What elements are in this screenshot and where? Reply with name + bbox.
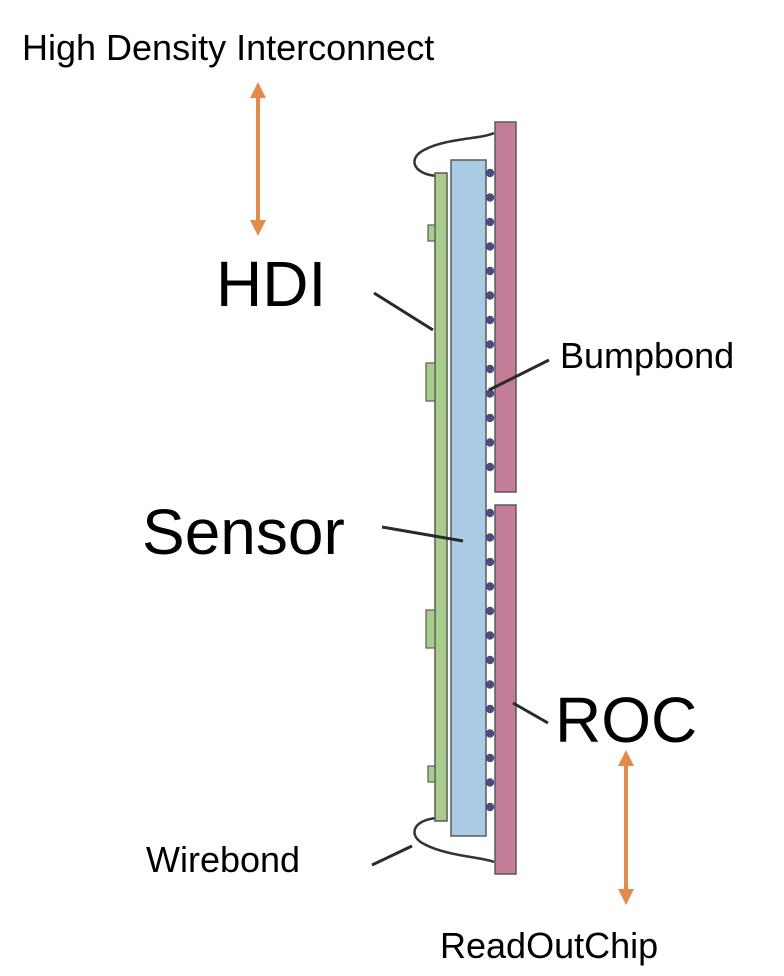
bump-bond (485, 266, 495, 276)
bump-bond (485, 462, 495, 472)
hdi-component (427, 224, 436, 242)
bump-bond (485, 802, 495, 812)
roc-chip-upper (494, 121, 517, 493)
roc-chip-lower (494, 504, 517, 875)
hdi-component (425, 362, 436, 402)
high-density-interconnect-caption: High Density Interconnect (22, 27, 435, 68)
bump-bond (485, 315, 495, 325)
hdi-component (427, 765, 436, 783)
bump-bond (485, 631, 495, 640)
bump-bond (485, 680, 495, 689)
bump-bond (485, 778, 495, 787)
roc-leader-line (512, 701, 549, 725)
bump-bond (485, 655, 495, 665)
bump-bond (485, 508, 495, 518)
sensor-label: Sensor (142, 496, 345, 568)
bump-bond (485, 729, 495, 738)
hdi-label: HDI (216, 248, 327, 320)
readoutchip-caption: ReadOutChip (440, 925, 659, 966)
bottom-wirebond (413, 816, 495, 864)
bump-bond (485, 438, 495, 447)
bump-bond (485, 753, 495, 763)
sensor-leader-line (381, 525, 464, 543)
bumpbond-label: Bumpbond (560, 335, 735, 376)
bump-bond (485, 557, 495, 567)
bump-bond (485, 193, 495, 202)
bump-bond (485, 606, 495, 616)
bumpbond-leader-line (488, 358, 550, 392)
bump-bond (485, 291, 495, 300)
bump-bond (485, 582, 495, 591)
bump-bond (485, 364, 495, 374)
bump-bond (485, 389, 495, 398)
bumpbond-array (485, 168, 495, 812)
bump-bond (485, 704, 495, 714)
wirebond-label: Wirebond (146, 839, 301, 880)
bump-bond (485, 168, 495, 178)
roc-label: ROC (555, 684, 698, 756)
hdi-component (425, 609, 436, 649)
bump-bond (485, 340, 495, 349)
hdi-leader-line (373, 291, 434, 332)
bump-bond (485, 242, 495, 251)
top-wirebond (413, 131, 495, 178)
bump-bond (485, 413, 495, 423)
hdi-layer (434, 172, 448, 822)
wirebond-leader-line (371, 844, 413, 867)
sensor-layer (450, 159, 487, 837)
bump-bond (485, 217, 495, 227)
bump-bond (485, 533, 495, 542)
